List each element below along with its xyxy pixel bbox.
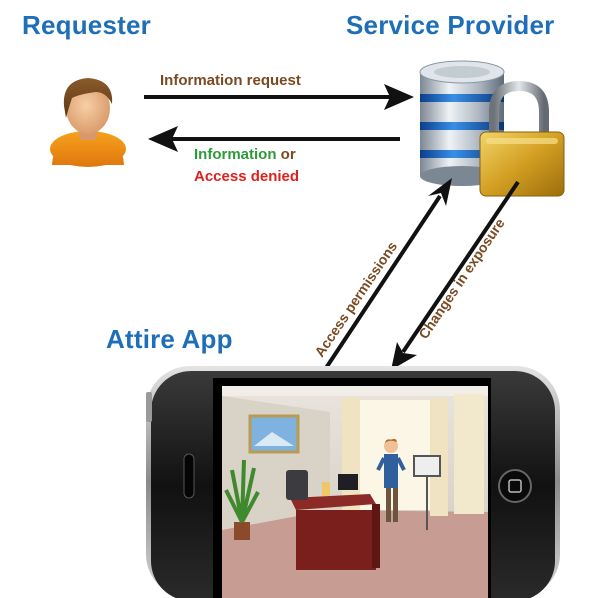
changes-in-exposure-label: Changes in exposure (415, 215, 508, 342)
response-arrow (148, 126, 400, 152)
database-lock-icon (419, 60, 565, 197)
person-icon (50, 78, 126, 167)
office-scene-image (222, 386, 488, 598)
access-denied-label: Access denied (194, 168, 300, 185)
information-request-label: Information request (160, 72, 301, 89)
information-or-label: Information or (194, 146, 296, 163)
changes-in-exposure-arrow (391, 180, 520, 370)
information-label: Information (194, 146, 277, 163)
attire-app-title: Attire App (106, 324, 233, 354)
service-provider-title: Service Provider (346, 10, 555, 40)
access-permissions-label: Access permissions (311, 238, 400, 359)
request-arrow (144, 84, 414, 110)
or-label: or (280, 146, 296, 163)
requester-title: Requester (22, 10, 151, 40)
access-permissions-arrow (324, 178, 452, 370)
